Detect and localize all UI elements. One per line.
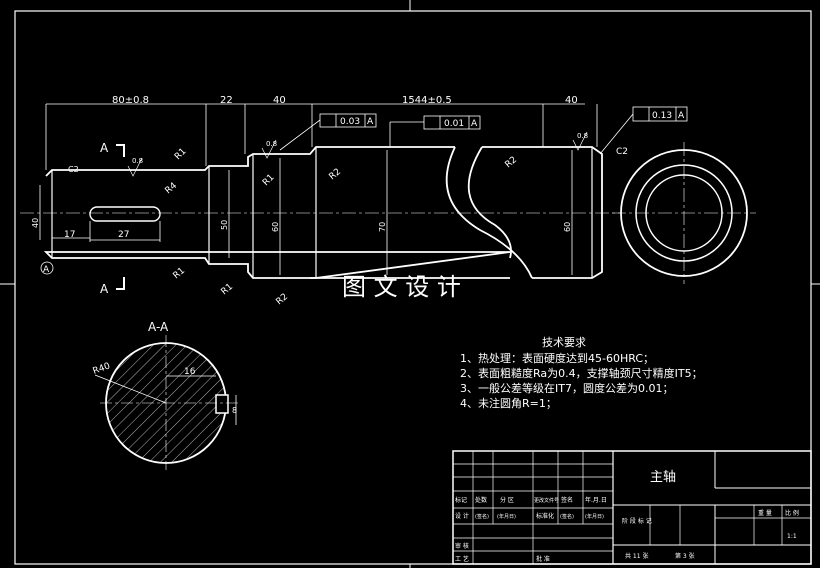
shaft-outline <box>43 146 603 279</box>
tb-scale-value: 1:1 <box>787 533 797 540</box>
tb-label-count: 处数 <box>475 496 487 504</box>
section-radius-r40: R40 <box>92 361 112 377</box>
tb-label-change-file: 更改文件号 <box>534 497 559 504</box>
tb-stage-mark: 阶 段 标 记 <box>622 517 652 525</box>
tb-std-date: (年月日) <box>585 513 604 520</box>
svg-text:A: A <box>367 117 374 127</box>
tolerance-frame-3: 0.13 A <box>599 106 688 155</box>
tb-design-sign: (签名) <box>475 513 489 520</box>
tb-review: 审 核 <box>455 542 469 550</box>
dim-1544: 1544±0.5 <box>402 95 452 106</box>
svg-text:0.03: 0.03 <box>340 117 360 127</box>
tb-design-date: (年月日) <box>497 513 516 520</box>
end-view <box>612 142 756 284</box>
tb-label-signature: 签名 <box>561 496 573 504</box>
datum-label: A <box>43 265 50 275</box>
dim-overall-left: 80±0.8 <box>112 95 149 106</box>
radius-label-r1-top: R1 <box>173 147 189 163</box>
dim-17: 17 <box>64 230 75 240</box>
dim-dia-70: 70 <box>378 222 387 232</box>
chamfer-label-left: C2 <box>68 165 79 174</box>
tb-scale-label: 比 例 <box>785 509 799 517</box>
svg-text:0.01: 0.01 <box>444 119 464 129</box>
radius-label-r1-lower: R1 <box>220 282 236 297</box>
svg-text:A: A <box>678 111 685 121</box>
svg-text:0.13: 0.13 <box>652 111 672 121</box>
roughness-value-2: 0.8 <box>266 140 277 148</box>
roughness-value-1: 0.8 <box>132 157 143 165</box>
tb-process: 工 艺 <box>455 555 469 563</box>
drawing-border <box>14 10 812 565</box>
dim-22: 22 <box>220 95 233 106</box>
keyway-dimensions <box>52 221 161 242</box>
tb-weight: 重 量 <box>758 509 772 517</box>
tolerance-frame-1: 0.03 A <box>279 113 377 151</box>
dim-dia-60-b: 60 <box>563 222 572 232</box>
radius-label-r2-right: R2 <box>504 155 520 170</box>
requirement-item-1: 1、热处理：表面硬度达到45-60HRC； <box>460 351 654 365</box>
dim-40-left: 40 <box>273 95 286 106</box>
datum-circle <box>40 261 54 275</box>
roughness-symbols <box>127 131 588 177</box>
dim-dia-40: 40 <box>31 218 40 228</box>
keyway-slot <box>89 206 161 222</box>
section-marker-top: A <box>100 141 109 155</box>
section-view-title: A-A <box>148 320 169 334</box>
dim-8: 8 <box>232 406 237 415</box>
part-name: 主轴 <box>650 470 676 485</box>
requirement-item-2: 2、表面粗糙度Ra为0.4，支撑轴颈尺寸精度IT5； <box>460 366 703 380</box>
diameter-dimensions <box>39 150 573 275</box>
tb-label-zone: 分 区 <box>500 496 514 504</box>
tb-approve: 批 准 <box>536 555 550 563</box>
dim-dia-50: 50 <box>220 220 229 230</box>
tb-sheet-number: 第 3 张 <box>675 552 695 560</box>
dim-40-right: 40 <box>565 95 578 106</box>
svg-text:A: A <box>471 119 478 129</box>
watermark-text: 图 文 设 计 <box>342 273 461 301</box>
tb-design: 设 计 <box>455 512 469 520</box>
section-view <box>94 335 240 470</box>
dim-16: 16 <box>184 367 196 377</box>
requirement-item-3: 3、一般公差等级在IT7，圆度公差为0.01； <box>460 381 673 395</box>
section-marker-bottom: A <box>100 282 109 296</box>
tb-label-mark: 标记 <box>455 496 467 504</box>
roughness-value-3: 0.8 <box>577 132 588 140</box>
radius-label-r1-bottom: R1 <box>172 266 188 281</box>
radius-label-r2-mid: R2 <box>328 167 344 182</box>
radius-label-r2-bottom: R2 <box>275 292 291 307</box>
title-block <box>452 450 812 565</box>
tolerance-frame-2: 0.01 A <box>389 115 481 147</box>
tb-standardization: 标准化 <box>536 512 554 520</box>
requirement-item-4: 4、未注圆角R=1； <box>460 396 557 410</box>
requirements-heading: 技术要求 <box>542 336 586 349</box>
dim-27: 27 <box>118 230 129 240</box>
tb-std-sign: (签名) <box>560 513 574 520</box>
tb-sheets-total: 共 11 张 <box>625 552 648 560</box>
chamfer-label-right: C2 <box>616 147 628 157</box>
dim-dia-60-a: 60 <box>271 222 280 232</box>
radius-label-r1-mid: R1 <box>261 173 277 189</box>
section-marker-lines <box>116 144 125 290</box>
tb-label-date: 年.月.日 <box>585 496 607 504</box>
radius-label-r4: R4 <box>164 181 180 197</box>
top-dimensions <box>45 103 598 170</box>
